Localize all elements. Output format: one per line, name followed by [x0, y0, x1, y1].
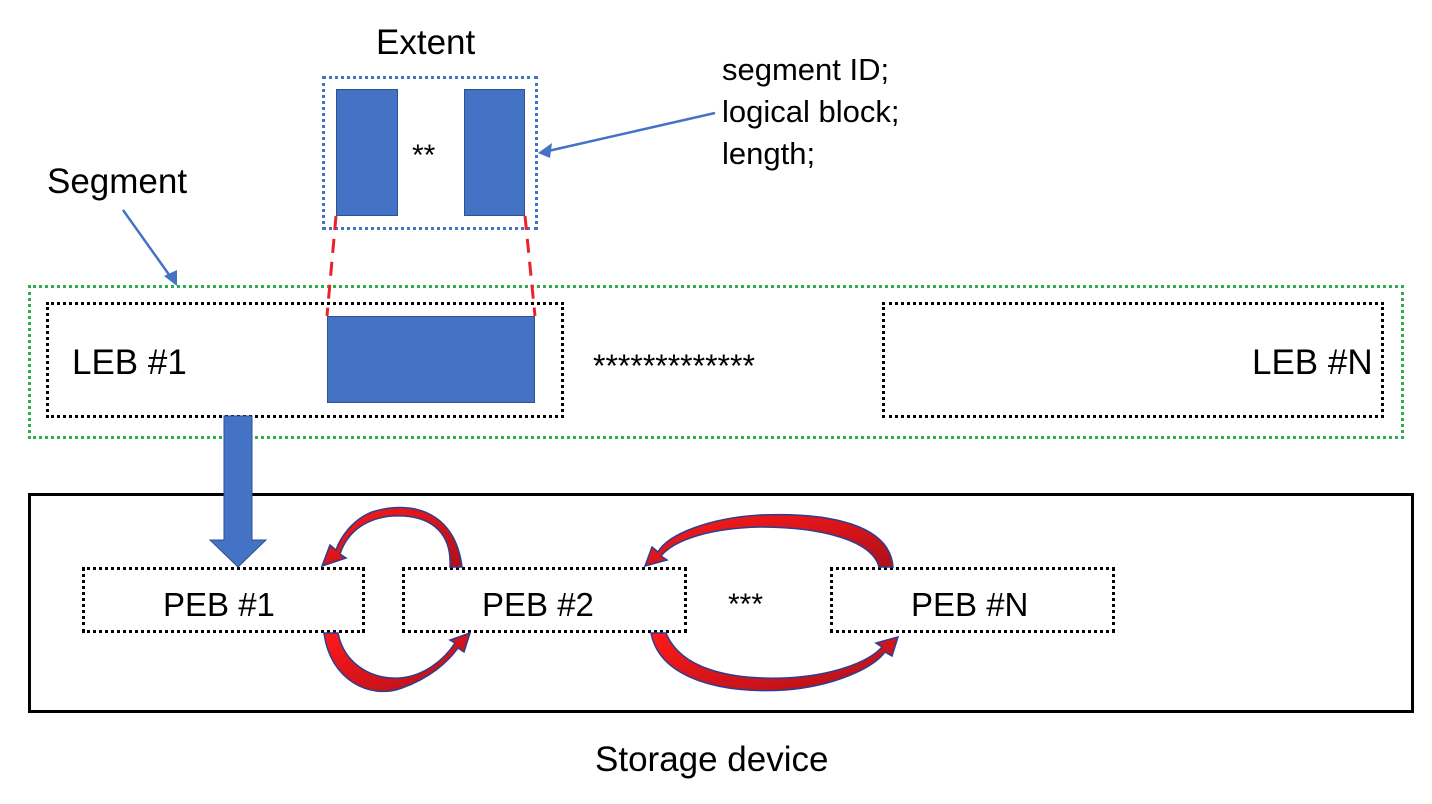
peb-1-box	[82, 567, 365, 633]
storage-device-box	[28, 493, 1414, 713]
extent-field-logical-block: logical block;	[722, 94, 900, 129]
peb-n-label: PEB #N	[911, 586, 1029, 623]
segment-pointer-arrow	[121, 209, 177, 286]
storage-device-title: Storage device	[595, 740, 829, 779]
peb-2-box	[402, 567, 687, 633]
extent-callout-arrow	[538, 111, 716, 158]
extent-block-last	[464, 89, 525, 216]
segment-title: Segment	[47, 162, 188, 201]
extent-field-length: length;	[722, 136, 816, 171]
storage-separator: ***	[728, 588, 764, 621]
leb-last-label: LEB #N	[1252, 343, 1373, 382]
extent-field-segment-id: segment ID;	[722, 52, 890, 87]
peb-1-label: PEB #1	[163, 586, 275, 623]
extent-title: Extent	[376, 23, 476, 62]
segment-separator: *************	[593, 348, 755, 384]
segment-box	[28, 285, 1404, 439]
peb-n-box	[830, 567, 1115, 633]
extent-block-first	[336, 89, 398, 216]
leb-first-box	[46, 302, 564, 418]
leb-first-label: LEB #1	[72, 343, 187, 382]
extent-separator: **	[412, 139, 436, 172]
extent-in-leb-block	[327, 316, 535, 403]
leb-last-box	[882, 302, 1384, 418]
extent-box	[322, 76, 538, 230]
peb-2-label: PEB #2	[482, 586, 594, 623]
